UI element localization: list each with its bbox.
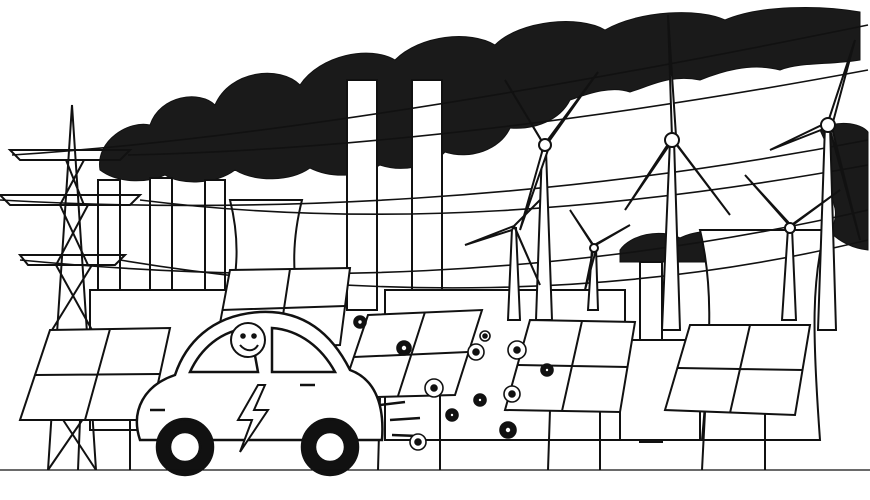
wind-turbine-icon [464,14,861,331]
solar-panel-icon [18,266,812,471]
power-line-icon [0,24,869,289]
flower-icon [353,315,554,451]
lightning-bolt-icon [236,384,270,453]
electric-car-icon [135,310,421,477]
smiling-driver-icon [230,322,266,358]
